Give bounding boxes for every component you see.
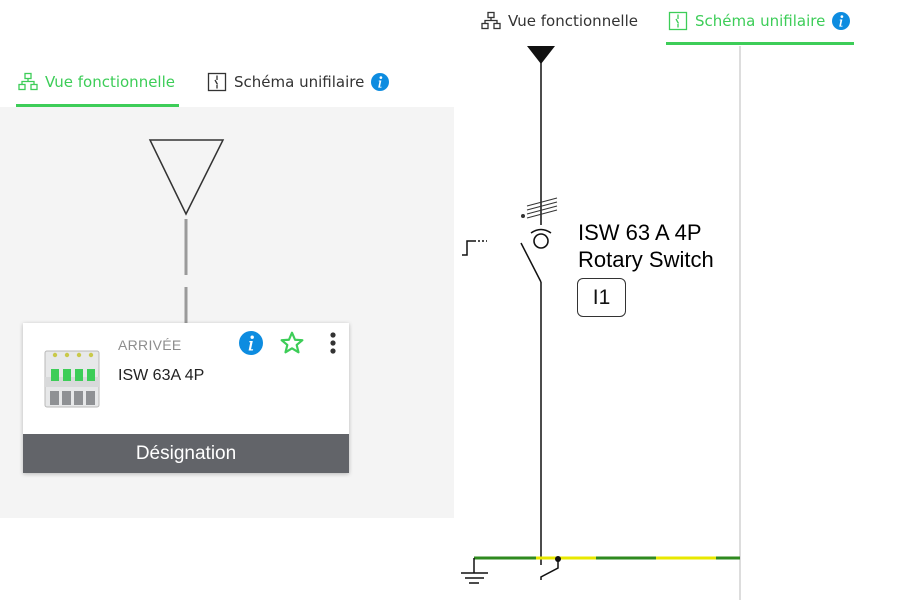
tab-label: Schéma unifilaire bbox=[695, 12, 826, 30]
rotary-handle-symbol bbox=[462, 240, 474, 256]
info-icon[interactable] bbox=[832, 12, 851, 30]
switch-reference: ISW 63 A 4P bbox=[578, 220, 702, 245]
tab-single-line-left[interactable]: Schéma unifilaire bbox=[207, 72, 390, 92]
device-tag-label: I1 bbox=[592, 285, 611, 309]
info-icon[interactable] bbox=[371, 73, 390, 91]
single-line-diagram-icon bbox=[207, 72, 227, 92]
card-category: ARRIVÉE bbox=[118, 337, 182, 353]
switch-blade bbox=[520, 242, 542, 283]
pole-dot bbox=[521, 214, 525, 218]
tab-label: Vue fonctionnelle bbox=[45, 73, 175, 91]
switch-type: Rotary Switch bbox=[578, 247, 714, 272]
device-card[interactable]: ARRIVÉE ISW 63A 4P Désignation bbox=[23, 323, 349, 473]
four-pole-mark bbox=[526, 197, 558, 219]
tab-label: Vue fonctionnelle bbox=[508, 12, 638, 30]
star-icon[interactable] bbox=[279, 330, 305, 356]
tab-functional-view-right[interactable]: Vue fonctionnelle bbox=[481, 11, 638, 31]
functional-diagram bbox=[148, 139, 225, 323]
active-tab-underline bbox=[16, 104, 179, 107]
designation-bar[interactable]: Désignation bbox=[23, 434, 349, 473]
single-line-diagram-icon bbox=[668, 11, 688, 31]
tab-single-line-right[interactable]: Schéma unifilaire bbox=[666, 11, 855, 45]
source-triangle bbox=[148, 139, 225, 216]
info-icon[interactable] bbox=[239, 331, 263, 355]
active-tab-underline bbox=[666, 42, 855, 45]
device-tag-box[interactable]: I1 bbox=[577, 278, 626, 317]
switch-contact-circle bbox=[533, 233, 549, 249]
network-tree-icon bbox=[481, 11, 501, 31]
designation-label: Désignation bbox=[135, 442, 237, 464]
more-vertical-icon[interactable] bbox=[329, 331, 337, 355]
network-tree-icon bbox=[18, 72, 38, 92]
card-device-name: ISW 63A 4P bbox=[118, 367, 205, 384]
ground-symbol bbox=[461, 558, 488, 584]
switch-description: ISW 63 A 4P Rotary Switch bbox=[578, 219, 714, 273]
tab-functional-view-left[interactable]: Vue fonctionnelle bbox=[16, 72, 179, 107]
switch-disconnector-image bbox=[44, 350, 100, 408]
switch-contact-arc bbox=[530, 228, 552, 234]
earth-link bbox=[540, 559, 559, 580]
tab-label: Schéma unifilaire bbox=[234, 73, 365, 91]
